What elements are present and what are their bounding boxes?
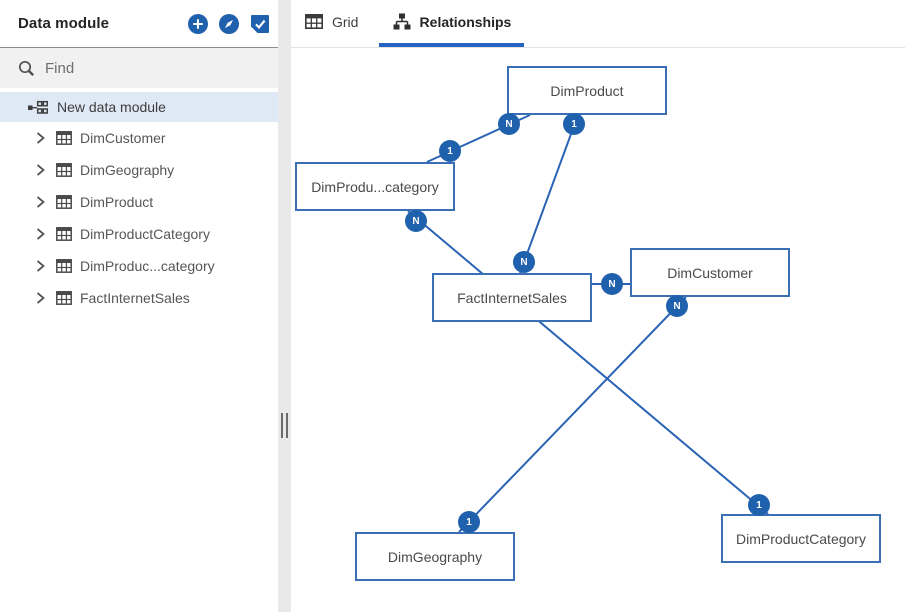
navigate-button[interactable] xyxy=(219,13,239,34)
chevron-right-icon xyxy=(36,132,45,144)
tab-grid[interactable]: Grid xyxy=(305,0,358,47)
search-input[interactable] xyxy=(45,59,255,77)
cardinality-badge[interactable]: 1 xyxy=(563,113,585,135)
cardinality-badge[interactable]: 1 xyxy=(458,511,480,533)
chevron-right-icon xyxy=(36,228,45,240)
compass-icon xyxy=(219,13,239,34)
tree-item-dimgeography[interactable]: DimGeography xyxy=(0,154,278,186)
tree-item-dimproductcategory[interactable]: DimProductCategory xyxy=(0,218,278,250)
tree-item-label: DimProduc...category xyxy=(80,258,215,274)
table-icon xyxy=(56,259,72,273)
relationship-line[interactable] xyxy=(519,114,579,274)
sidebar-actions xyxy=(188,13,270,34)
relationship-line[interactable] xyxy=(407,210,769,515)
cardinality-badge[interactable]: 1 xyxy=(439,140,461,162)
tab-label: Relationships xyxy=(419,13,512,30)
add-button[interactable] xyxy=(188,13,208,34)
table-node-dimproductsubcategory[interactable]: DimProdu...category xyxy=(295,162,455,211)
table-node-dimgeography[interactable]: DimGeography xyxy=(355,532,515,581)
table-icon xyxy=(56,227,72,241)
org-chart-icon xyxy=(393,13,411,30)
table-icon xyxy=(56,291,72,305)
panel-title: Data module xyxy=(18,15,110,32)
sidebar-header: Data module xyxy=(0,0,278,48)
relationships-canvas[interactable]: DimProduct DimProdu...category FactInter… xyxy=(291,48,905,612)
tree-item-dimproductsubcategory[interactable]: DimProduc...category xyxy=(0,250,278,282)
table-icon xyxy=(56,131,72,145)
tree-item-label: DimGeography xyxy=(80,162,175,178)
tree-item-factinternetsales[interactable]: FactInternetSales xyxy=(0,282,278,314)
chevron-right-icon xyxy=(36,260,45,272)
main-area: Grid Relationships DimProduct xyxy=(291,0,905,612)
chevron-right-icon xyxy=(36,196,45,208)
tab-bar: Grid Relationships xyxy=(291,0,905,48)
sidebar: Data module xyxy=(0,0,278,612)
table-icon xyxy=(56,163,72,177)
tree-item-label: DimProduct xyxy=(80,194,154,210)
tree-item-new-data-module[interactable]: New data module xyxy=(0,92,278,122)
checkmark-box-icon xyxy=(251,14,269,33)
table-node-factinternetsales[interactable]: FactInternetSales xyxy=(432,273,592,322)
plus-circle-icon xyxy=(188,13,208,34)
tree-item-dimproduct[interactable]: DimProduct xyxy=(0,186,278,218)
source-tree: New data module DimCustomer xyxy=(0,92,278,314)
tree-item-label: DimProductCategory xyxy=(80,226,210,242)
tab-relationships[interactable]: Relationships xyxy=(379,0,525,47)
table-node-dimcustomer[interactable]: DimCustomer xyxy=(630,248,790,297)
table-grid-icon xyxy=(305,14,323,29)
relationship-line[interactable] xyxy=(458,296,687,533)
data-module-icon xyxy=(28,100,48,114)
panel-resize-handle[interactable] xyxy=(278,0,291,612)
resize-grip-icon xyxy=(281,413,288,438)
cardinality-badge[interactable]: N xyxy=(405,210,427,232)
cardinality-badge[interactable]: N xyxy=(513,251,535,273)
tree-item-dimcustomer[interactable]: DimCustomer xyxy=(0,122,278,154)
tree-item-label: New data module xyxy=(57,99,166,115)
cardinality-badge[interactable]: N xyxy=(601,273,623,295)
table-node-dimproductcategory[interactable]: DimProductCategory xyxy=(721,514,881,563)
cardinality-badge[interactable]: N xyxy=(498,113,520,135)
tree-item-label: DimCustomer xyxy=(80,130,166,146)
chevron-right-icon xyxy=(36,292,45,304)
chevron-right-icon xyxy=(36,164,45,176)
cardinality-badge[interactable]: 1 xyxy=(748,494,770,516)
tree-item-label: FactInternetSales xyxy=(80,290,190,306)
tab-label: Grid xyxy=(332,13,359,30)
table-icon xyxy=(56,195,72,209)
validate-button[interactable] xyxy=(250,14,270,34)
table-node-dimproduct[interactable]: DimProduct xyxy=(507,66,667,115)
cardinality-badge[interactable]: N xyxy=(666,295,688,317)
search-icon xyxy=(18,60,35,76)
search-bar xyxy=(0,48,278,88)
